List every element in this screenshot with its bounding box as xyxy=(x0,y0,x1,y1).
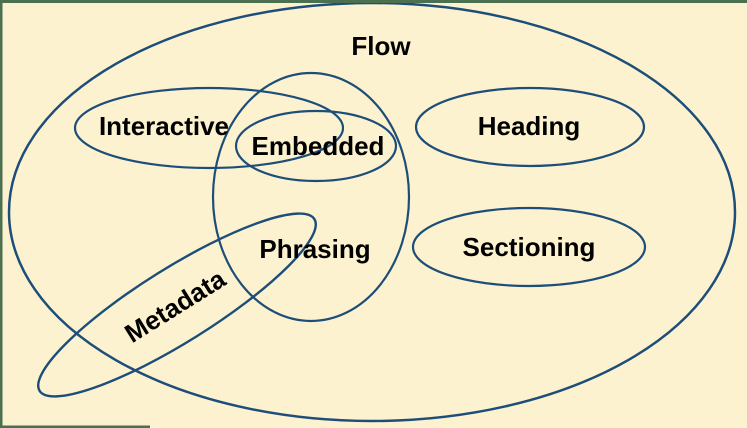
sectioning-ellipse xyxy=(411,206,647,288)
canvas-frame-top xyxy=(0,0,747,3)
heading-ellipse xyxy=(414,86,646,168)
embedded-ellipse xyxy=(234,109,398,183)
canvas-frame-left xyxy=(0,0,3,428)
metadata-ellipse xyxy=(37,212,317,398)
metadata-label: Metadata xyxy=(119,263,231,348)
heading-label: Heading xyxy=(478,111,581,141)
interactive-label: Interactive xyxy=(99,111,229,141)
flow-label: Flow xyxy=(351,31,411,61)
canvas-frame-bottom-left xyxy=(0,425,150,428)
phrasing-ellipse xyxy=(211,71,411,323)
phrasing-label: Phrasing xyxy=(259,234,370,264)
embedded-label: Embedded xyxy=(252,131,385,161)
flow-ellipse xyxy=(7,1,737,423)
sectioning-label: Sectioning xyxy=(463,232,596,262)
interactive-ellipse xyxy=(73,86,345,170)
